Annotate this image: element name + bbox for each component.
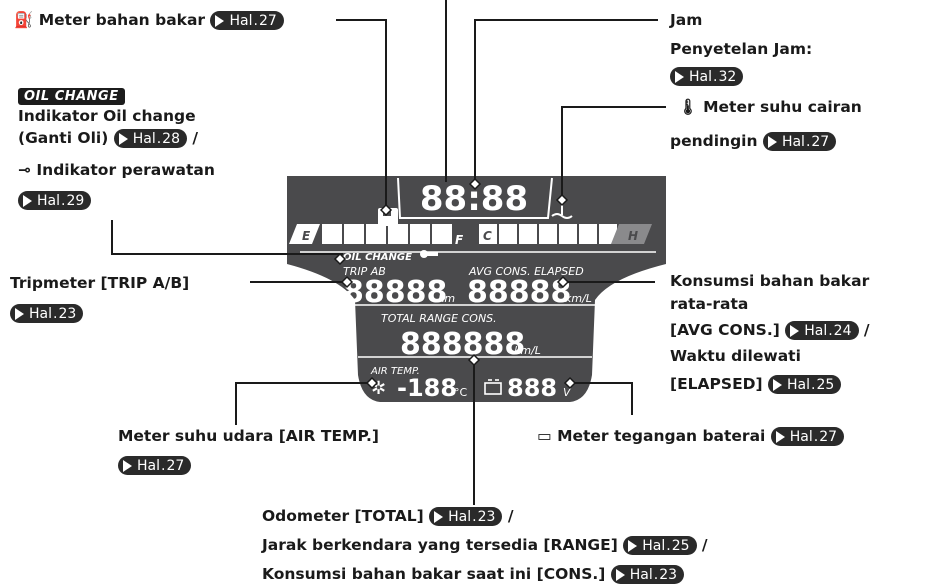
ref-cons[interactable]: Hal.23 <box>610 565 685 584</box>
avg-label-line2: rata-rata <box>670 295 749 313</box>
panel-total-range-cons: TOTAL RANGE CONS. <box>381 312 497 325</box>
trip-ref-wrap: Hal.23 <box>10 303 84 323</box>
temp-gauge-bars <box>479 224 652 244</box>
oil-label-line1: Indikator Oil change <box>18 107 196 125</box>
coolant-label-line1: 🌡 Meter suhu cairan <box>678 98 862 116</box>
ref-avg[interactable]: Hal.24 <box>785 321 859 340</box>
ref-maint[interactable]: Hal.29 <box>18 191 92 210</box>
ref-trip[interactable]: Hal.23 <box>10 304 84 323</box>
ref-fuel-meter[interactable]: Hal.27 <box>210 11 284 30</box>
maint-label: ⊸ Indikator perawatan <box>18 161 215 179</box>
volt-digits: 888 <box>507 374 557 402</box>
fuel-f-label: F <box>455 233 464 247</box>
panel-avg-elapsed: AVG CONS. ELAPSED <box>468 265 584 278</box>
air-digits: -188 <box>397 374 457 402</box>
wrench-icon: ⊸ <box>18 161 31 179</box>
temp-h-label: H <box>628 229 638 243</box>
fuel-e-label: E <box>302 229 311 243</box>
avg-label-line3: [AVG CONS.] Hal.24 / <box>670 321 870 340</box>
oil-label-line2: (Ganti Oli) Hal.28 / <box>18 129 199 148</box>
panel-trip-ab: TRIP AB <box>343 265 386 278</box>
ref-odo[interactable]: Hal.23 <box>429 507 503 526</box>
elapsed-label-line2: [ELAPSED] Hal.25 <box>670 374 842 394</box>
avg-digits: 88888 <box>467 275 571 310</box>
avg-kmpl: km/L <box>565 292 592 305</box>
volt-unit: V <box>563 386 572 399</box>
coolant-label-line2: pendingin Hal.27 <box>670 131 837 151</box>
trip-label: Tripmeter [TRIP A/B] <box>10 274 190 292</box>
avg-label-line1: Konsumsi bahan bakar <box>670 272 870 290</box>
fuel-pump-icon: ⛽ <box>14 11 34 29</box>
clock-label: Jam <box>670 11 703 29</box>
fuel-meter-label: ⛽ Meter bahan bakar Hal.27 <box>14 10 284 30</box>
oil-change-badge: OIL CHANGE <box>18 88 125 105</box>
maint-ref-wrap: Hal.29 <box>18 190 92 210</box>
battery-label: ▭ Meter tegangan baterai Hal.27 <box>537 426 845 446</box>
temp-c-label: C <box>483 229 492 243</box>
elapsed-label-line1: Waktu dilewati <box>670 347 801 365</box>
panel-air-temp: AIR TEMP. <box>370 366 420 377</box>
ref-range[interactable]: Hal.25 <box>623 536 697 555</box>
trip-km: km <box>438 292 455 305</box>
total-digits: 888888 <box>400 327 525 362</box>
panel-oil-change: OIL CHANGE <box>343 252 412 263</box>
trip-digits: 88888 <box>343 275 447 310</box>
air-celsius: °C <box>454 386 468 399</box>
ref-oil[interactable]: Hal.28 <box>113 129 187 148</box>
thermometer-icon: 🌡 <box>678 98 698 116</box>
leader-diamonds <box>333 177 577 390</box>
cons-label: Konsumsi bahan bakar saat ini [CONS.] Ha… <box>262 564 685 584</box>
air-temp-label: Meter suhu udara [AIR TEMP.] <box>118 427 379 445</box>
fuel-gauge-bars <box>289 224 452 244</box>
leader-lines <box>111 0 666 505</box>
air-temp-ref-wrap: Hal.27 <box>118 455 192 475</box>
ref-air-temp[interactable]: Hal.27 <box>118 456 192 475</box>
battery-icon: ▭ <box>537 427 552 445</box>
ref-battery[interactable]: Hal.27 <box>770 427 845 446</box>
ref-elapsed[interactable]: Hal.25 <box>768 375 842 394</box>
panel-wrench-icon <box>420 250 438 258</box>
range-label: Jarak berkendara yang tersedia [RANGE] H… <box>262 536 708 555</box>
panel-battery-icon <box>484 379 502 395</box>
total-unit: km/L <box>514 344 541 357</box>
clock-setting-label: Penyetelan Jam: <box>670 40 813 58</box>
odo-label: Odometer [TOTAL] Hal.23 / <box>262 507 514 526</box>
clock-setting-ref-wrap: Hal.32 <box>670 66 744 86</box>
ref-clock-setting[interactable]: Hal.32 <box>670 67 744 86</box>
ref-coolant[interactable]: Hal.27 <box>762 132 837 151</box>
